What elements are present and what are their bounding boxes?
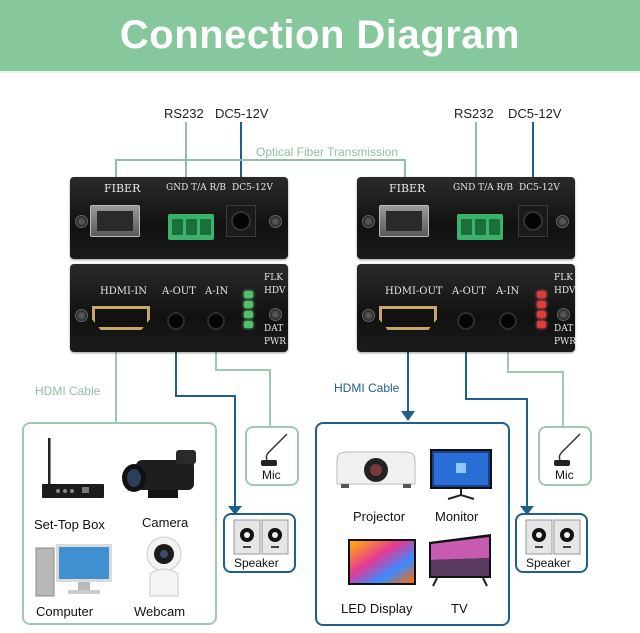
flk-label: FLK [264,273,283,283]
rs232-label-left: RS232 [164,106,204,121]
mic-label: Mic [262,468,281,482]
source-label: Webcam [134,604,186,619]
rs232-label-right: RS232 [454,106,494,121]
dat-label: DAT [554,324,574,334]
ain-label: A-IN [496,286,520,297]
fiber-sfp-port[interactable] [90,205,140,237]
tv-icon [429,534,491,587]
hdmi-cable-label-left: HDMI Cable [35,384,101,398]
dc-label-right: DC5-12V [508,106,562,121]
terminal-label: GND T/A R/B [166,183,226,193]
rs232-terminal-block[interactable] [168,214,214,240]
transmitter-top-panel: FIBER GND T/A R/B DC5-12V [70,177,288,259]
page-title: Connection Diagram [119,13,521,57]
audio-out-jack[interactable] [167,312,185,330]
speaker-label: Speaker [526,556,571,570]
aout-label: A-OUT [452,286,486,297]
mic-label: Mic [555,468,574,482]
audio-in-jack[interactable] [207,312,225,330]
left-mic-box: Mic [245,426,299,486]
led-indicator [244,321,253,328]
camera-icon [122,450,196,498]
fiber-port-label: FIBER [389,182,426,195]
led-indicator [537,301,546,308]
projector-icon [336,451,416,488]
led-indicator [244,301,253,308]
dc-port-label: DC5-12V [519,183,560,193]
led-display-icon [348,539,416,585]
hdv-label: HDV [264,286,286,296]
speaker-label: Speaker [234,556,279,570]
right-mic-box: Mic [538,426,592,486]
webcam-icon [146,536,182,597]
hdmi-out-port[interactable] [379,306,437,330]
hdmi-in-port[interactable] [92,306,150,330]
aout-label: A-OUT [162,286,196,297]
receiver-bottom-panel: HDMI-OUT A-OUT A-IN FLK HDV DAT PWR [357,264,577,352]
receiver-top-panel: FIBER GND T/A R/B DC5-12V [357,177,575,259]
computer-icon [35,544,112,597]
screw-icon [556,215,569,228]
hdmi-in-label: HDMI-IN [100,286,148,297]
right-speaker-box: Speaker [515,513,588,573]
mic-icon [554,433,581,466]
arrow-head [401,411,415,421]
screw-icon [362,309,375,322]
hdv-label: HDV [554,286,576,296]
monitor-icon [430,449,492,500]
fiber-sfp-port[interactable] [379,205,429,237]
ain-label: A-IN [205,286,229,297]
dc-port-label: DC5-12V [232,183,273,193]
terminal-label: GND T/A R/B [453,183,513,193]
dc-power-jack[interactable] [518,205,548,237]
display-devices-box: Projector Monitor LED Display TV [315,422,510,626]
display-label: Monitor [435,509,479,524]
dat-label: DAT [264,324,284,334]
audio-out-jack[interactable] [457,312,475,330]
source-label: Set-Top Box [34,517,105,532]
screw-icon [557,308,570,321]
dc-label-left: DC5-12V [215,106,269,121]
display-label: LED Display [341,601,413,616]
screw-icon [269,308,282,321]
optical-fiber-label: Optical Fiber Transmission [255,145,400,159]
screw-icon [75,309,88,322]
hdmi-out-label: HDMI-OUT [385,286,443,297]
screw-icon [269,215,282,228]
pwr-label: PWR [554,337,577,347]
pwr-label: PWR [264,337,287,347]
hdmi-cable-label-right: HDMI Cable [334,381,400,395]
led-indicator [537,291,546,298]
source-label: Computer [36,604,94,619]
fiber-port-label: FIBER [104,182,141,195]
title-banner: Connection Diagram [0,0,640,73]
led-indicator [537,321,546,328]
display-label: TV [451,601,468,616]
speaker-icon [233,519,289,555]
transmitter-bottom-panel: HDMI-IN A-OUT A-IN FLK HDV DAT PWR [70,264,288,352]
speaker-icon [525,519,581,555]
set-top-box-icon [42,438,104,498]
source-label: Camera [142,515,189,530]
flk-label: FLK [554,273,573,283]
led-indicator [244,291,253,298]
rs232-terminal-block[interactable] [457,214,503,240]
led-indicator [537,311,546,318]
screw-icon [362,215,375,228]
source-devices-box: Set-Top Box Camera Computer Webcam [22,422,217,625]
display-label: Projector [353,509,406,524]
dc-power-jack[interactable] [226,205,256,237]
led-indicator [244,311,253,318]
audio-in-jack[interactable] [499,312,517,330]
mic-icon [261,433,288,466]
screw-icon [75,215,88,228]
left-speaker-box: Speaker [223,513,296,573]
